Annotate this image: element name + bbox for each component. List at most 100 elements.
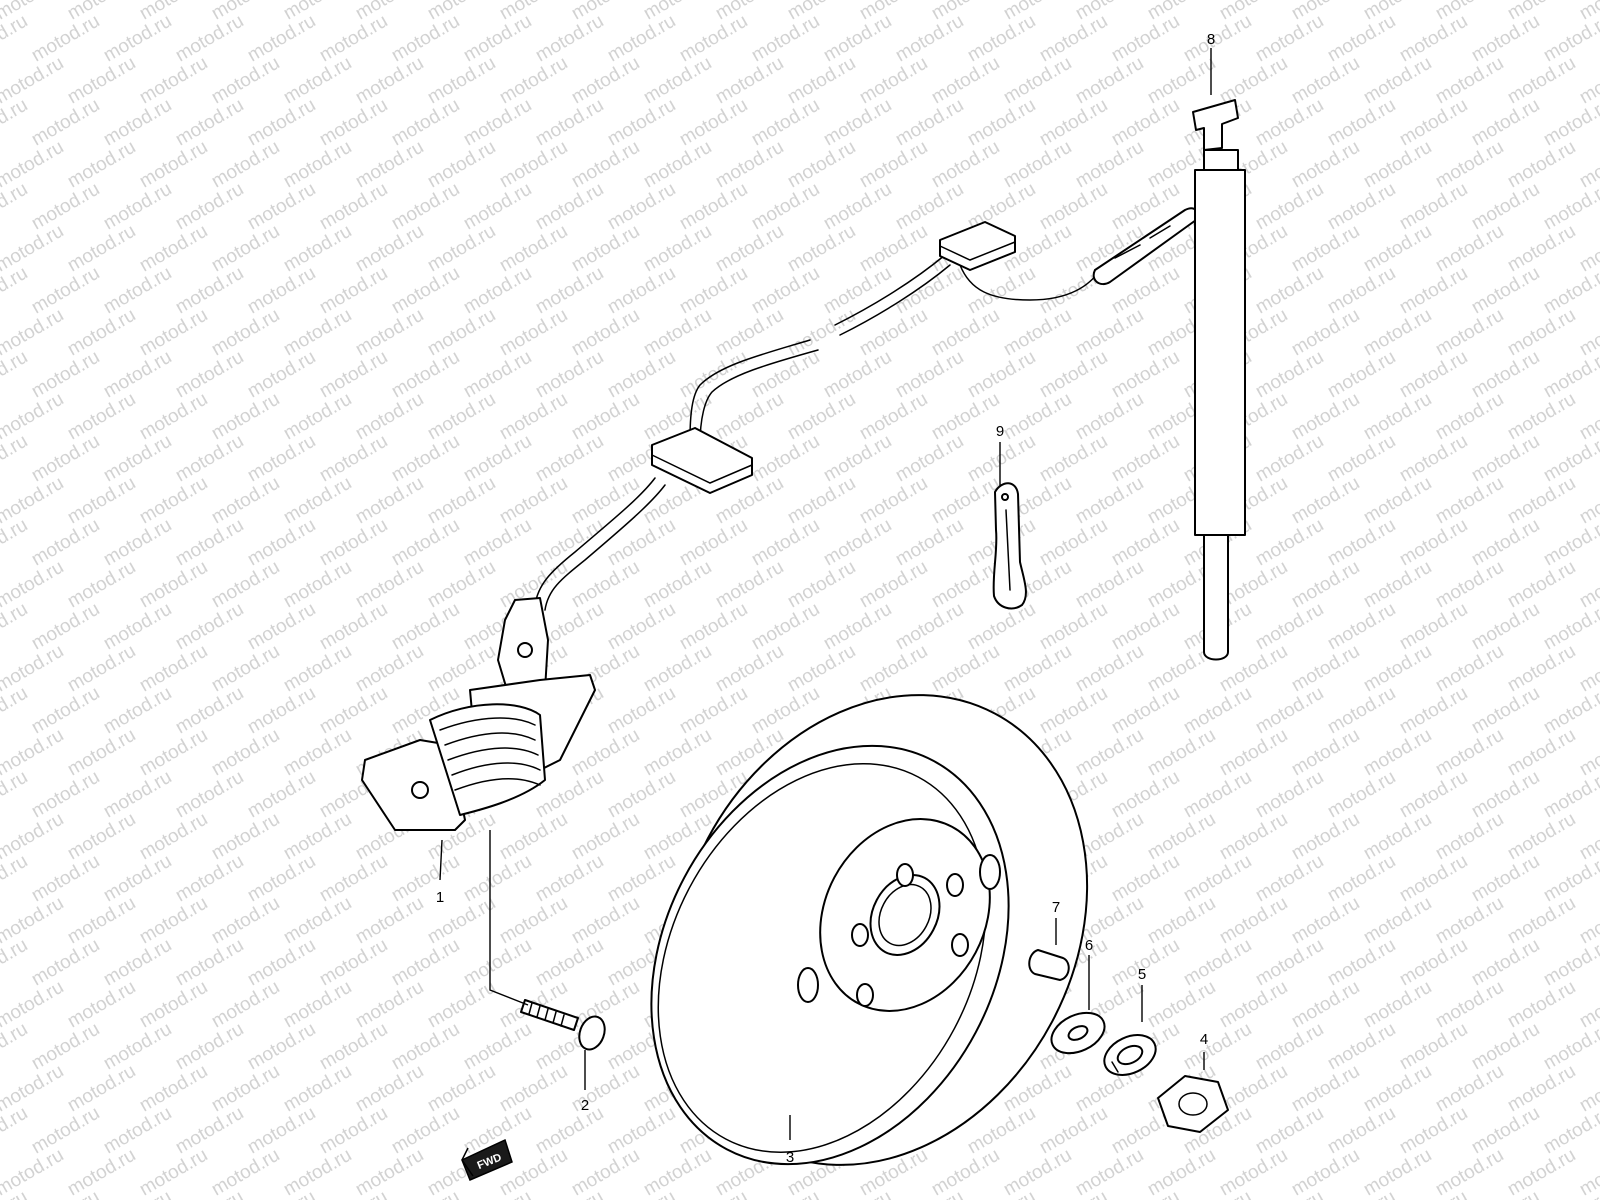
watermark-text: motod.ru	[352, 1145, 427, 1200]
watermark-text: motod.ru	[496, 809, 571, 865]
watermark-text: motod.ru	[280, 557, 355, 613]
watermark-text: motod.ru	[460, 179, 535, 235]
watermark-text: motod.ru	[568, 1145, 643, 1200]
watermark-text: motod.ru	[100, 1103, 175, 1159]
watermark-text: motod.ru	[0, 347, 31, 403]
wire-grommet	[651, 427, 753, 494]
watermark-text: motod.ru	[1432, 557, 1507, 613]
watermark-text: motod.ru	[460, 11, 535, 67]
watermark-text: motod.ru	[712, 389, 787, 445]
watermark-text: motod.ru	[316, 599, 391, 655]
watermark-text: motod.ru	[928, 557, 1003, 613]
watermark-text: motod.ru	[604, 1103, 679, 1159]
watermark-text: motod.ru	[568, 725, 643, 781]
watermark-text: motod.ru	[208, 977, 283, 1033]
watermark-text: motod.ru	[1324, 1019, 1399, 1075]
callout-number-5: 5	[1138, 966, 1146, 983]
watermark-text: motod.ru	[208, 473, 283, 529]
watermark-text: motod.ru	[1324, 347, 1399, 403]
watermark-text: motod.ru	[280, 977, 355, 1033]
watermark-text: motod.ru	[712, 221, 787, 277]
watermark-text: motod.ru	[136, 977, 211, 1033]
watermark-text: motod.ru	[208, 809, 283, 865]
watermark-text: motod.ru	[1504, 221, 1579, 277]
watermark-text: motod.ru	[388, 347, 463, 403]
watermark-text: motod.ru	[244, 263, 319, 319]
watermark-text: motod.ru	[100, 851, 175, 907]
watermark-text: motod.ru	[532, 1103, 607, 1159]
watermark-text: motod.ru	[568, 221, 643, 277]
watermark-text: motod.ru	[1288, 557, 1363, 613]
watermark-text: motod.ru	[1252, 347, 1327, 403]
watermark-text: motod.ru	[1252, 431, 1327, 487]
watermark-text: motod.ru	[136, 725, 211, 781]
watermark-text: motod.ru	[640, 305, 715, 361]
watermark-text: motod.ru	[1000, 641, 1075, 697]
watermark-text: motod.ru	[1396, 95, 1471, 151]
watermark-text: motod.ru	[784, 305, 859, 361]
watermark-text: motod.ru	[424, 977, 499, 1033]
watermark-text: motod.ru	[244, 767, 319, 823]
watermark-text: motod.ru	[64, 893, 139, 949]
watermark-text: motod.ru	[1288, 809, 1363, 865]
watermark-text: motod.ru	[604, 851, 679, 907]
watermark-text: motod.ru	[100, 179, 175, 235]
watermark-text: motod.ru	[424, 557, 499, 613]
watermark-text: motod.ru	[604, 11, 679, 67]
watermark-text: motod.ru	[244, 851, 319, 907]
watermark-text: motod.ru	[1216, 53, 1291, 109]
watermark-text: motod.ru	[28, 11, 103, 67]
watermark-text: motod.ru	[0, 11, 31, 67]
watermark-text: motod.ru	[1000, 305, 1075, 361]
watermark-text: motod.ru	[244, 95, 319, 151]
watermark-text: motod.ru	[676, 11, 751, 67]
watermark-text: motod.ru	[1108, 347, 1183, 403]
callout-number-7: 7	[1052, 899, 1060, 916]
watermark-text: motod.ru	[316, 1019, 391, 1075]
watermark-text: motod.ru	[1288, 137, 1363, 193]
watermark-text: motod.ru	[1504, 53, 1579, 109]
watermark-text: motod.ru	[28, 767, 103, 823]
watermark-text: motod.ru	[388, 95, 463, 151]
watermark-text: motod.ru	[0, 851, 31, 907]
watermark-text: motod.ru	[316, 935, 391, 991]
watermark-text: motod.ru	[1396, 935, 1471, 991]
watermark-text: motod.ru	[352, 305, 427, 361]
watermark-text: motod.ru	[1468, 1187, 1543, 1200]
watermark-text: motod.ru	[388, 515, 463, 571]
watermark-text: motod.ru	[0, 1019, 31, 1075]
watermark-text: motod.ru	[136, 557, 211, 613]
watermark-text: motod.ru	[532, 263, 607, 319]
watermark-text: motod.ru	[1432, 137, 1507, 193]
watermark-text: motod.ru	[604, 1187, 679, 1200]
watermark-text: motod.ru	[460, 263, 535, 319]
watermark-text: motod.ru	[352, 1061, 427, 1117]
watermark-text: motod.ru	[352, 641, 427, 697]
watermark-text: motod.ru	[244, 11, 319, 67]
watermark-text: motod.ru	[1252, 683, 1327, 739]
watermark-text: motod.ru	[640, 557, 715, 613]
watermark-text: motod.ru	[172, 1187, 247, 1200]
watermark-text: motod.ru	[1468, 767, 1543, 823]
watermark-text: motod.ru	[1432, 1061, 1507, 1117]
watermark-text: motod.ru	[820, 95, 895, 151]
watermark-text: motod.ru	[1180, 1187, 1255, 1200]
watermark-text: motod.ru	[1468, 95, 1543, 151]
watermark-text: motod.ru	[820, 515, 895, 571]
watermark-text: motod.ru	[1396, 11, 1471, 67]
watermark-text: motod.ru	[1324, 11, 1399, 67]
watermark-text: motod.ru	[1396, 599, 1471, 655]
watermark-text: motod.ru	[1144, 809, 1219, 865]
watermark-text: motod.ru	[388, 851, 463, 907]
watermark-text: motod.ru	[1036, 431, 1111, 487]
watermark-text: motod.ru	[1396, 515, 1471, 571]
watermark-text: motod.ru	[64, 137, 139, 193]
watermark-text: motod.ru	[892, 347, 967, 403]
watermark-text: motod.ru	[172, 179, 247, 235]
watermark-text: motod.ru	[172, 515, 247, 571]
watermark-text: motod.ru	[784, 389, 859, 445]
watermark-text: motod.ru	[388, 11, 463, 67]
watermark-text: motod.ru	[1252, 767, 1327, 823]
watermark-text: motod.ru	[100, 431, 175, 487]
